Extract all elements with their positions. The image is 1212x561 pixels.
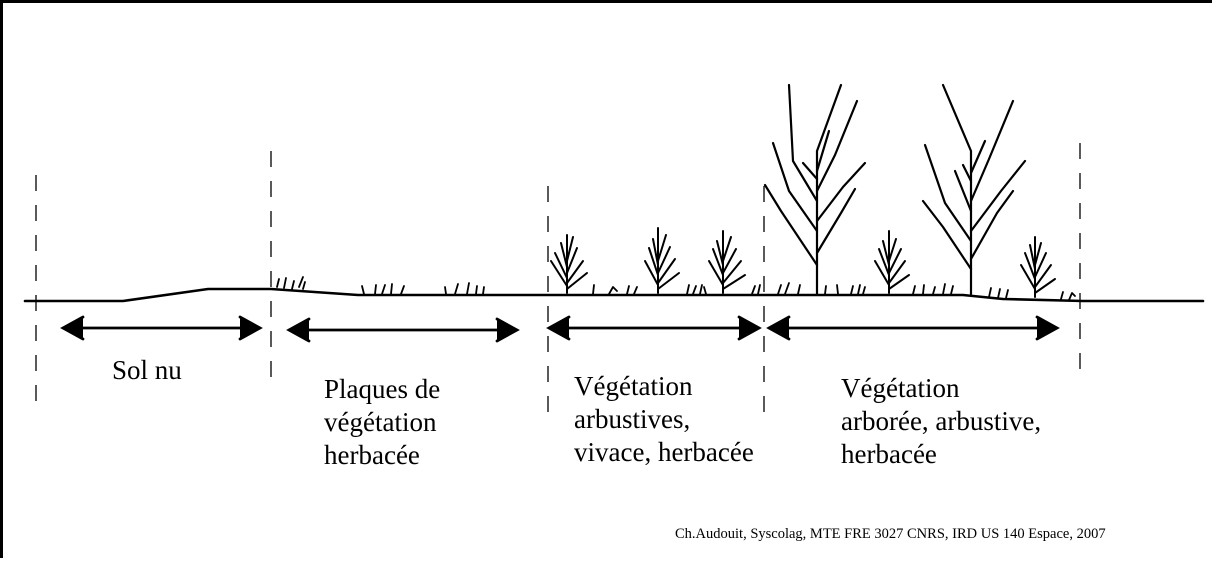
zone-label-shrub-vegetation: Végétation arbustives, vivace, herbacée [574, 370, 754, 469]
shrub [709, 231, 745, 293]
zone-arrow-trees [769, 317, 1057, 339]
tree [923, 85, 1025, 294]
shrub [551, 235, 587, 293]
shrub [1021, 237, 1055, 297]
zone-arrow-bare-soil [63, 317, 260, 339]
herb-tuft [989, 288, 1008, 298]
zone-label-herbaceous-patches: Plaques de végétation herbacée [324, 373, 440, 472]
credit-line: Ch.Audouit, Syscolag, MTE FRE 3027 CNRS,… [675, 526, 1106, 543]
zone-arrow-herbaceous [289, 319, 517, 341]
shrub [645, 228, 679, 293]
shrubs [551, 228, 1055, 297]
herb-tuft [687, 285, 706, 294]
zone-arrow-shrub [549, 317, 759, 339]
vegetation-transect-diagram [3, 3, 1212, 561]
herb-tuft [593, 285, 637, 294]
zone-label-tree-vegetation: Végétation arborée, arbustive, herbacée [841, 372, 1041, 471]
ground-line [25, 289, 1203, 301]
tree [765, 85, 865, 294]
zone-label-bare-soil: Sol nu [112, 354, 182, 387]
herb-tuft [445, 283, 484, 294]
zone-arrows [63, 317, 1057, 341]
herb-tuft [1061, 292, 1075, 300]
herbaceous-tufts [277, 277, 1075, 300]
herb-tuft [277, 277, 305, 289]
herb-tuft [752, 283, 800, 294]
herb-tuft [913, 284, 953, 294]
herb-tuft [362, 284, 404, 294]
herb-tuft [825, 285, 865, 294]
shrub [875, 231, 909, 293]
